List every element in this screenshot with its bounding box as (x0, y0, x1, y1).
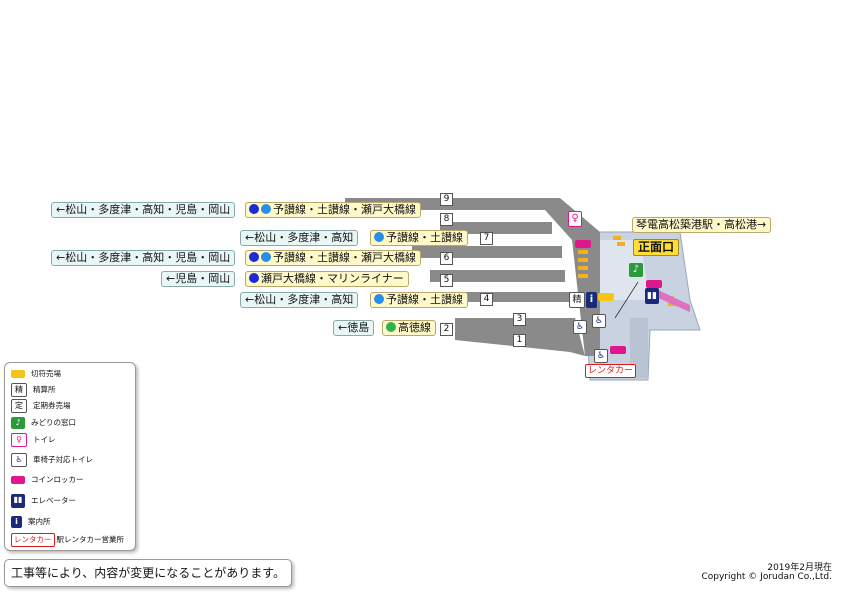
wheelchair-toilet-icon: ♿ (594, 349, 608, 363)
coin-locker-icon (575, 240, 591, 248)
legend-label: コインロッカー (31, 475, 84, 484)
line-dot-icon (374, 294, 384, 304)
main-exit-label: 正面口 (633, 239, 680, 256)
wheelchair-toilet-icon: ♿ (11, 453, 27, 467)
elevator-icon: ▮▮ (11, 494, 25, 508)
legend-label: 定期券売場 (33, 401, 71, 410)
coin-locker-icon (11, 476, 25, 484)
ticket-machine-icon (11, 370, 25, 378)
notice-box: 工事等により、内容が変更になることがあります。 (4, 559, 293, 587)
line-name: 予讃線・土讃線・瀬戸大橋線 (273, 203, 416, 216)
line-dot-icon (261, 252, 271, 262)
wheelchair-toilet-icon: ♿ (573, 320, 587, 334)
line-dot-icon (249, 252, 259, 262)
legend-label: 案内所 (28, 517, 51, 526)
platform-number-5: 5 (440, 274, 453, 287)
line-name: 高徳線 (398, 321, 431, 334)
platform-number-3: 3 (513, 313, 526, 326)
platform-number-8: 8 (440, 213, 453, 226)
line-name: 瀬戸大橋線・マリンライナー (261, 272, 404, 285)
destination-label-8: ←松山・多度津・高知・児島・岡山 (51, 202, 236, 218)
rentacar-icon: レンタカー (11, 533, 55, 547)
platform-number-6: 6 (440, 252, 453, 265)
line-dot-icon (249, 273, 259, 283)
information-icon: i (586, 292, 597, 308)
midori-window-icon: ♪ (11, 417, 25, 429)
line-label-2: 高徳線 (382, 320, 436, 336)
line-label-7: 予讃線・土讃線 (370, 230, 468, 246)
line-dot-icon (261, 204, 271, 214)
line-name: 予讃線・土讃線 (386, 231, 463, 244)
legend-item-elevator: ▮▮ エレベーター (11, 494, 76, 508)
platform-number-2: 2 (440, 323, 453, 336)
elevator-icon: ▮▮ (645, 288, 659, 304)
line-dot-icon (386, 322, 396, 332)
destination-label-6: ←松山・多度津・高知・児島・岡山 (51, 250, 236, 266)
toilet-icon: ♀ (11, 433, 27, 447)
ticket-machine-icon (598, 293, 614, 301)
commuter-pass-icon: 定 (11, 399, 27, 413)
line-name: 予讃線・土讃線・瀬戸大橋線 (273, 251, 416, 264)
legend-item-wheelchair-toilet: ♿ 車椅子対応トイレ (11, 453, 93, 467)
legend-item-commuter-pass: 定定期券売場 (11, 399, 71, 413)
legend-item-rentacar: レンタカー駅レンタカー営業所 (11, 533, 124, 547)
legend-label: みどりの窓口 (31, 418, 76, 427)
legend-label: エレベーター (31, 496, 76, 505)
fare-adjustment-icon: 精 (11, 383, 27, 397)
rentacar-label: レンタカー (585, 364, 637, 378)
legend-item-information: i 案内所 (11, 515, 51, 529)
legend-item-coin-locker: コインロッカー (11, 473, 84, 487)
legend-label: トイレ (33, 435, 56, 444)
line-label-5: 瀬戸大橋線・マリンライナー (245, 271, 409, 287)
coin-locker-icon (610, 346, 626, 354)
line-name: 予讃線・土讃線 (386, 293, 463, 306)
legend-label: 精算所 (33, 385, 56, 394)
destination-label-5: ←児島・岡山 (161, 271, 236, 287)
destination-label-7: ←松山・多度津・高知 (240, 230, 359, 246)
platform-number-4: 4 (480, 293, 493, 306)
line-label-8: 予讃線・土讃線・瀬戸大橋線 (245, 202, 421, 218)
coin-locker-icon (646, 280, 662, 288)
line-label-6: 予讃線・土讃線・瀬戸大橋線 (245, 250, 421, 266)
destination-label-4: ←松山・多度津・高知 (240, 292, 359, 308)
copyright: Copyright © Jorudan Co.,Ltd. (701, 572, 832, 582)
destination-label-2: ←徳島 (333, 320, 375, 336)
platform-number-7: 7 (480, 232, 493, 245)
legend-label: 切符売場 (31, 369, 61, 378)
fare-adjustment-icon: 精 (569, 292, 585, 308)
line-dot-icon (249, 204, 259, 214)
wheelchair-toilet-icon: ♿ (592, 314, 606, 328)
legend-panel: 切符売場 精精算所 定定期券売場 ♪みどりの窓口 ♀トイレ ♿車椅子対応トイレ … (4, 362, 136, 551)
line-dot-icon (374, 232, 384, 242)
destination-label-kotoden: 琴電高松築港駅・高松港→ (632, 217, 772, 233)
legend-item-toilet: ♀ トイレ (11, 433, 56, 447)
platform-number-1: 1 (513, 334, 526, 347)
midori-window-icon: ♪ (629, 263, 643, 277)
legend-label: 駅レンタカー営業所 (56, 535, 125, 544)
platform-number-9: 9 (440, 193, 453, 206)
legend-item-fare-adjustment: 精精算所 (11, 383, 56, 397)
legend-label: 車椅子対応トイレ (33, 455, 93, 464)
as-of-date: 2019年2月現在 (767, 563, 832, 573)
legend-item-ticket: 切符売場 (11, 367, 61, 381)
legend-item-midori: ♪ みどりの窓口 (11, 416, 76, 430)
toilet-icon: ♀ (568, 211, 582, 227)
information-icon: i (11, 516, 22, 528)
line-label-4: 予讃線・土讃線 (370, 292, 468, 308)
